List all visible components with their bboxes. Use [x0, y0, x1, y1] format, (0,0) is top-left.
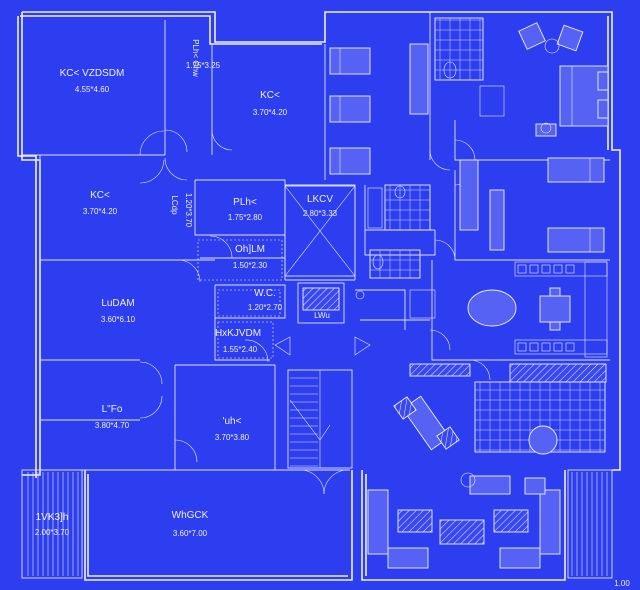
room-dims-r1: 4.55*4.60 [75, 85, 110, 94]
living-room [367, 472, 561, 569]
room-label-r6: LCdp [170, 195, 179, 215]
counter-cabinet [565, 342, 575, 352]
counter-cabinet [541, 264, 551, 274]
room-dims-r5: 3.70*4.20 [83, 207, 118, 216]
room-label-r4: LKCV [307, 194, 333, 205]
counter-cabinet [517, 342, 527, 352]
room-dims-r7: 1.75*2.80 [228, 213, 263, 222]
room-dims-r15: 2.00*3.70 [35, 528, 70, 537]
room-label-r9: LuDAM [101, 298, 134, 309]
balcony-right [567, 469, 613, 579]
room-label-r8: Oh]LM [235, 244, 265, 255]
doors [139, 129, 491, 495]
central-stairs [274, 336, 371, 469]
counter-cabinet [541, 342, 551, 352]
room-label-r1: KC< VZDSDM [60, 68, 125, 79]
balcony-left [21, 469, 83, 579]
lift [297, 282, 345, 324]
center-bedroom-beds [329, 43, 479, 231]
room-dims-r2: 1.75*3.25 [186, 61, 221, 70]
lift-label: LWu [314, 311, 330, 320]
master-bedroom-furniture [518, 22, 609, 137]
room-dims-r12: 3.80*4.70 [95, 421, 130, 430]
room-dims-r13: 3.70*3.80 [215, 433, 250, 442]
room-dims-r8: 1.50*2.30 [233, 261, 268, 270]
room-label-r3: KC< [260, 90, 280, 101]
room-dims-r3: 3.70*4.20 [253, 108, 288, 117]
room-label-r10: W.C. [254, 288, 276, 299]
room-label-r13: 'uh< [223, 416, 242, 427]
room-dims-r11: 1.55*2.40 [223, 345, 258, 354]
room-dims-r10: 1.20*2.70 [248, 303, 283, 312]
room-dims-r4: 2.80*3.33 [303, 209, 338, 218]
right-bedroom-beds [489, 157, 605, 253]
room-label-r5: KC< [90, 190, 110, 201]
counter-cabinet [553, 342, 563, 352]
room-labels: KC< VZDSDM 4.55*4.60 PLh< Ohw 1.75*3.25 … [35, 39, 630, 588]
counter-cabinet [529, 264, 539, 274]
room-label-r11: HxKJVDM [215, 328, 261, 339]
counter-cabinet [517, 264, 527, 274]
corner-mark: 1.00 [614, 579, 630, 588]
room-dims-r9: 3.60*6.10 [101, 315, 136, 324]
room-label-r7: PLh< [233, 197, 257, 208]
counter-cabinet [553, 264, 563, 274]
room-dims-r6: 1.20*3.70 [184, 193, 193, 228]
counter-cabinet [565, 264, 575, 274]
room-dims-r14: 3.60*7.00 [173, 529, 208, 538]
stair-shaft [284, 185, 356, 277]
dining-area [393, 363, 607, 455]
room-label-r14: WhGCK [172, 510, 209, 521]
counter-cabinet [529, 342, 539, 352]
room-label-r2: PLh< Ohw [191, 39, 200, 77]
cabinet-outlines [197, 239, 283, 359]
room-label-r12: L"Fo [102, 404, 123, 415]
room-label-r15: 1VK3]h [36, 512, 69, 523]
kitchen [467, 261, 608, 358]
bathrooms [355, 17, 505, 319]
